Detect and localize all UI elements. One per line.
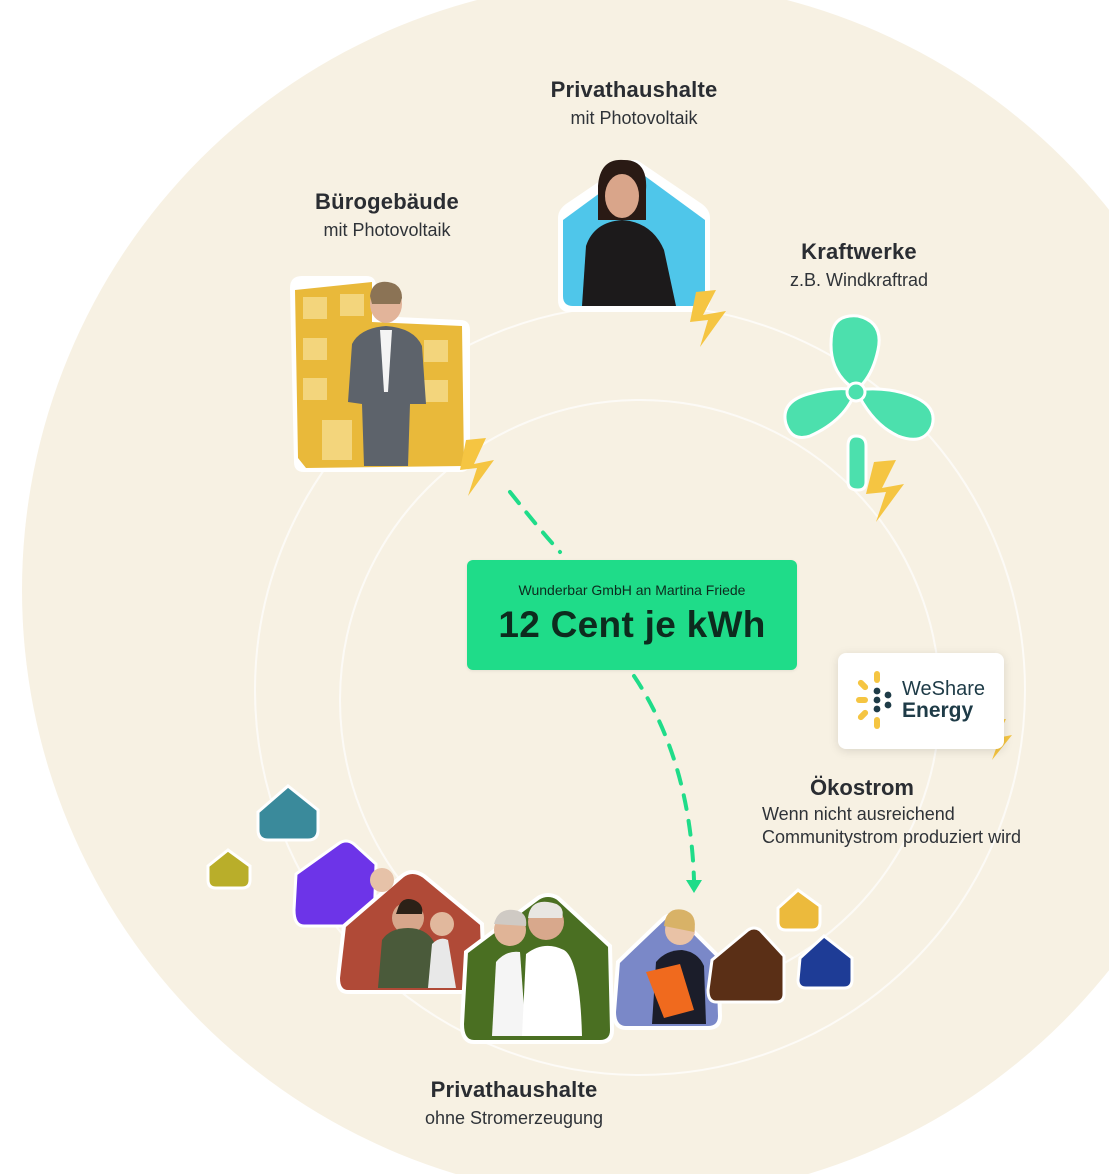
house-icon: [776, 888, 822, 932]
households-pv-title: Privathaushalte: [550, 77, 718, 102]
weshare-logo-card: WeShare Energy: [838, 653, 1004, 749]
households-no-gen-subtitle: ohne Stromerzeugung: [424, 1107, 604, 1128]
flow-arrow-top: [508, 490, 562, 554]
price-subtitle: Wunderbar GmbH an Martina Friede: [518, 582, 746, 598]
price-box: Wunderbar GmbH an Martina Friede 12 Cent…: [467, 560, 797, 670]
households-no-gen-title: Privathaushalte: [430, 1077, 598, 1102]
office-title: Bürogebäude: [315, 189, 459, 214]
flow-arrow-bottom: [632, 674, 696, 882]
person-body: [582, 220, 676, 306]
powerplant-subtitle: z.B. Windkraftrad: [789, 269, 929, 290]
weshare-logo-icon: [856, 671, 892, 729]
eco-line2: Communitystrom produziert wird: [762, 826, 1022, 847]
person-body: [348, 326, 426, 466]
lightning-bolt-icon: [866, 460, 904, 522]
house-icon: [706, 926, 786, 1004]
powerplant-label: Kraftwerke z.B. Windkraftrad: [756, 238, 962, 291]
house-icon: [256, 784, 320, 842]
powerplant-node: [783, 314, 935, 522]
households-pv-label: Privathaushalte mit Photovoltaik: [518, 76, 750, 129]
lightning-bolt-icon: [460, 438, 494, 496]
person-body: [378, 928, 438, 988]
office-subtitle: mit Photovoltaik: [323, 219, 451, 240]
person-body: [492, 951, 526, 1036]
person-head: [370, 868, 394, 892]
households-cluster: [206, 784, 854, 1044]
households-pv-node: [558, 159, 726, 347]
households-no-gen-label: Privathaushalte ohne Stromerzeugung: [384, 1076, 644, 1129]
eco-label: Ökostrom Wenn nicht ausreichend Communit…: [762, 774, 1092, 849]
folder-icon: [646, 964, 694, 1018]
lightning-bolt-icon: [690, 290, 726, 347]
office-node: [290, 276, 494, 496]
flow-arrow-head: [686, 880, 702, 893]
eco-line1: Wenn nicht ausreichend: [762, 803, 955, 824]
house-icon: [796, 934, 854, 990]
logo-line2: Energy: [902, 699, 974, 722]
house-icon: [292, 839, 378, 928]
price-title: 12 Cent je kWh: [498, 604, 766, 645]
flow-arrow: [508, 490, 696, 882]
powerplant-title: Kraftwerke: [801, 239, 917, 264]
wind-turbine-icon: [783, 314, 935, 492]
households-pv-subtitle: mit Photovoltaik: [570, 107, 698, 128]
office-label: Bürogebäude mit Photovoltaik: [276, 188, 498, 241]
logo-line1: WeShare: [902, 678, 986, 700]
house-icon: [206, 848, 252, 890]
office-windows: [303, 294, 448, 460]
eco-title: Ökostrom: [810, 775, 914, 800]
